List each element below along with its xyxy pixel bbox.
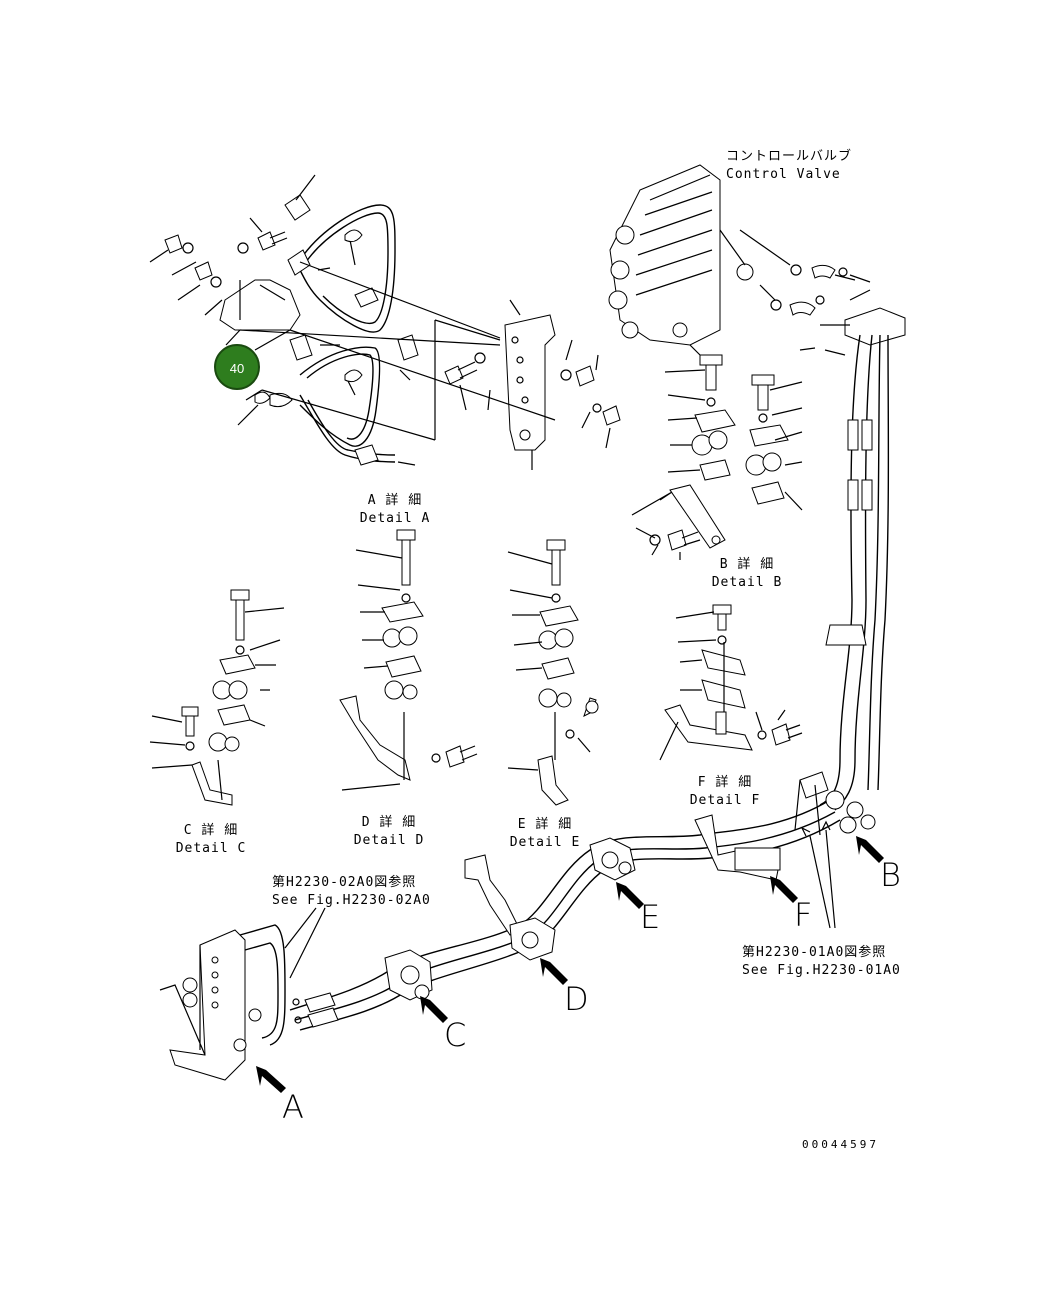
view-letter-e: E [640,898,661,936]
clamp-b[interactable] [794,771,876,836]
detail-a-fasteners [164,231,621,441]
detail-e-label-jp: E 詳 細 [517,817,573,832]
clamp-e[interactable] [589,837,636,881]
clamp-f[interactable] [694,814,781,881]
detail-c-label-en: Detail C [175,841,247,856]
detail-e-parts [507,539,599,806]
clamp-c[interactable] [384,949,433,1001]
leader-lines [149,174,836,979]
control-valve-label-jp: コントロールバルブ [726,149,853,164]
control-valve-label-en: Control Valve [726,167,841,182]
detail-b-label-jp: B 詳 細 [719,557,775,572]
detail-a-label-en: Detail A [359,511,431,526]
view-letter-c: C [444,1016,467,1054]
bracket-assembly-a[interactable] [159,924,286,1081]
reference-2-en: See Fig.H2230-01A0 [742,963,901,978]
reference-2-jp: 第H2230-01A0図参照 [742,945,887,960]
clamp-d[interactable] [464,854,556,961]
view-letter-d: D [564,980,589,1018]
drawing-number: 00044597 [802,1138,879,1151]
detail-d-parts [339,529,478,791]
fittings-a-hoses [292,992,339,1028]
detail-f-label-en: Detail F [689,793,761,808]
detail-d-label-en: Detail D [353,833,425,848]
detail-a-assembly [219,194,419,466]
detail-c-parts [149,589,285,806]
detail-b-parts [631,354,803,560]
reference-1-en: See Fig.H2230-02A0 [272,893,431,908]
detail-d-label-jp: D 詳 細 [361,815,417,830]
hydraulic-hoses-right [819,334,890,811]
detail-a-label-jp: A 詳 細 [367,493,423,508]
callout-40-badge[interactable]: 40 [214,344,260,390]
detail-f-label-jp: F 詳 細 [697,775,753,790]
detail-c-label-jp: C 詳 細 [183,823,239,838]
view-arrows [256,836,884,1093]
reference-1-jp: 第H2230-02A0図参照 [272,875,417,890]
detail-e-label-en: Detail E [509,835,581,850]
view-letter-b: B [880,856,901,894]
control-valve[interactable] [608,164,754,356]
detail-b-label-en: Detail B [711,575,783,590]
detail-a-bracket-plate[interactable] [504,314,556,451]
view-letter-a: A [282,1088,304,1126]
detail-f-parts [659,604,803,761]
view-letter-f: F [794,896,813,934]
